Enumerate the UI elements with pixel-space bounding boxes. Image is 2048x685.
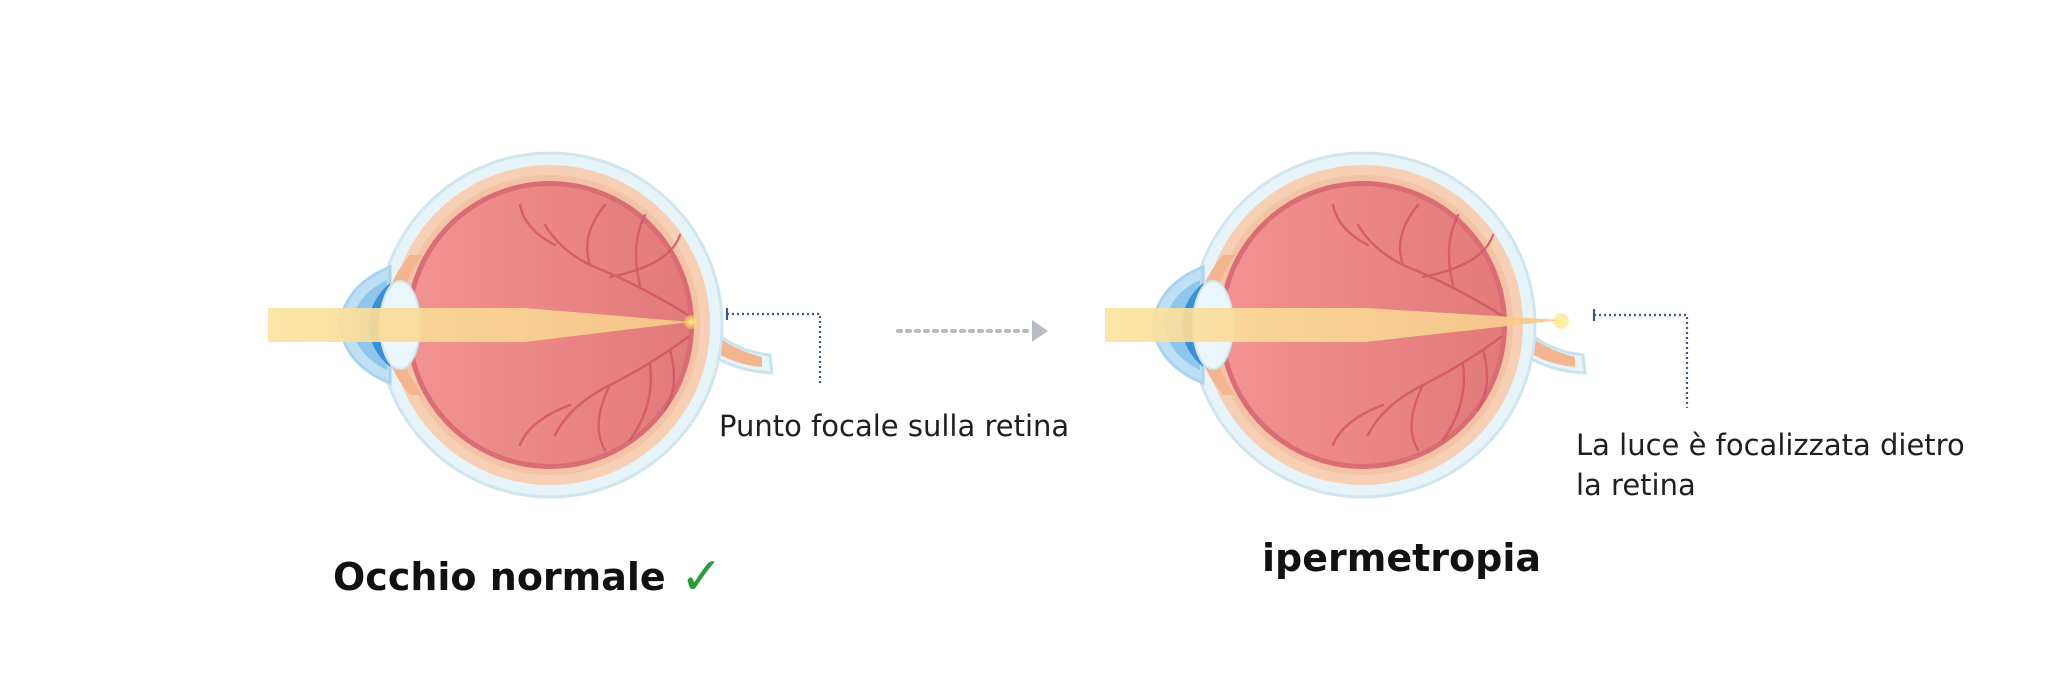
light-beam-hyperopia bbox=[1105, 308, 1562, 342]
transition-arrow bbox=[896, 320, 1048, 342]
leader-line-normal bbox=[725, 308, 822, 385]
title-normal-text: Occhio normale bbox=[333, 555, 666, 599]
focal-label-normal: Punto focale sulla retina bbox=[719, 409, 1070, 443]
title-normal-eye: Occhio normale ✓ bbox=[333, 543, 723, 607]
focal-label-hyperopia: La luce è focalizzata dietro la retina bbox=[1576, 428, 1965, 502]
leader-line-hyperopia bbox=[1592, 309, 1689, 408]
focal-point-hyperopia bbox=[1553, 313, 1569, 329]
focal-point-normal bbox=[684, 315, 698, 329]
check-icon: ✓ bbox=[679, 547, 724, 607]
light-beam-normal bbox=[268, 308, 690, 342]
title-hyperopia: ipermetropia bbox=[1262, 536, 1541, 580]
